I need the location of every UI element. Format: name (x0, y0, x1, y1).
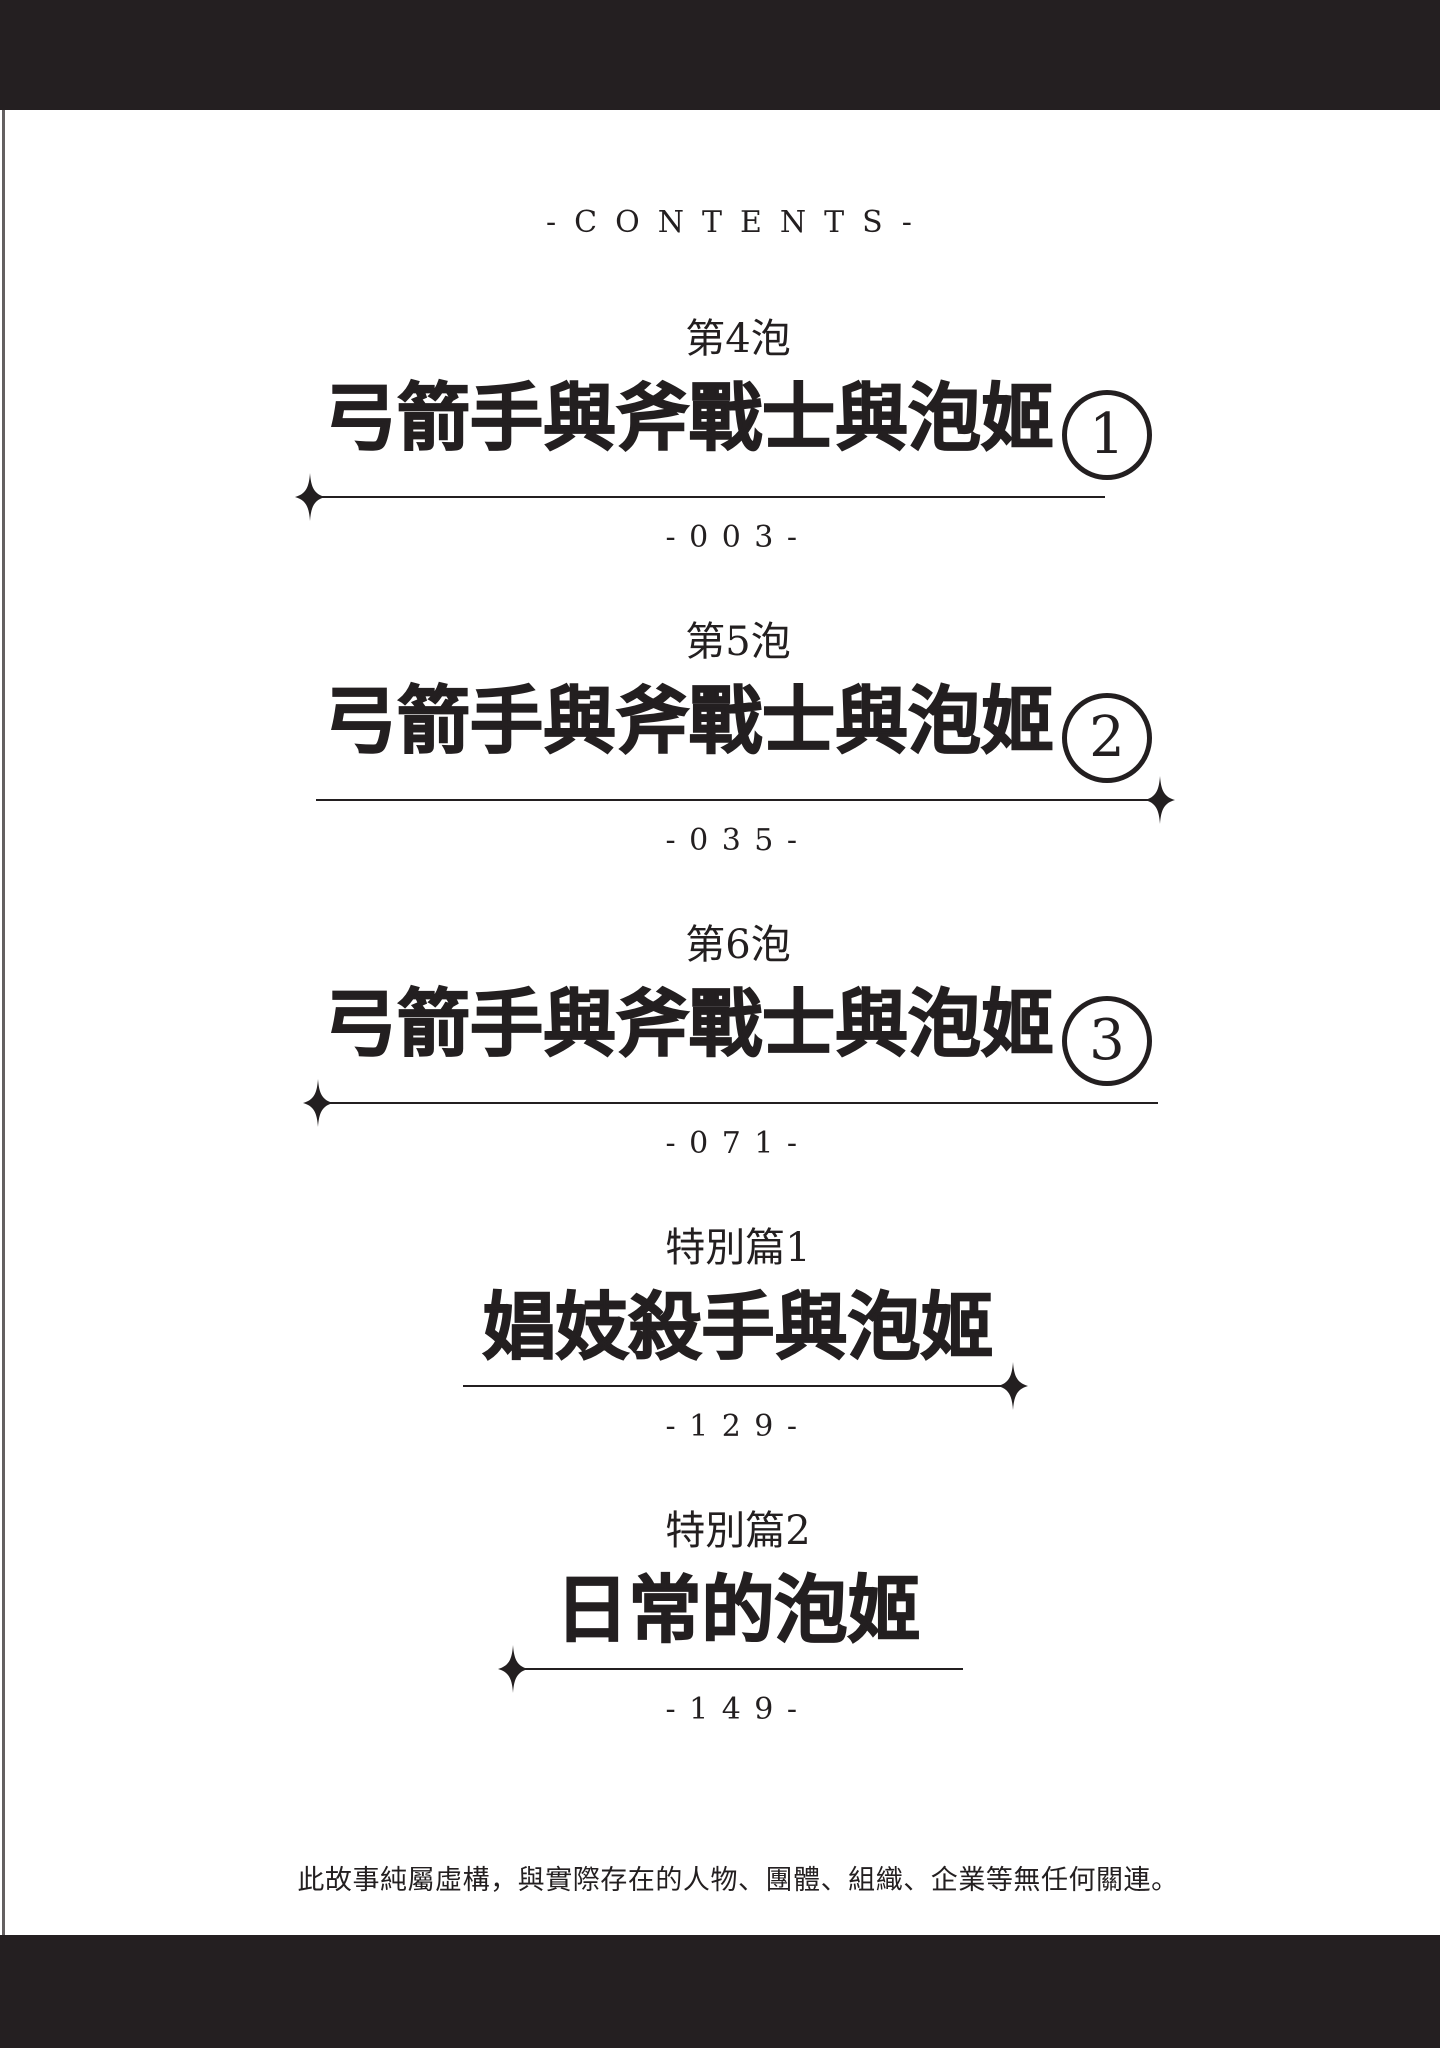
chapter-label: 特別篇1 (665, 1225, 811, 1271)
divider-line (498, 1645, 963, 1693)
chapter-title-text: 弓箭手與斧戰士與泡姬 (323, 376, 1055, 461)
chapter-title: 娼妓殺手與泡姬 (36, 1285, 1440, 1370)
page-number: -149- (665, 1692, 811, 1727)
circled-number: 3 (1062, 996, 1152, 1086)
sparkle-star-icon (303, 1079, 333, 1127)
chapter-label: 第6泡 (685, 922, 791, 968)
sparkle-star-icon (498, 1645, 528, 1693)
page-number: -003- (665, 520, 811, 555)
chapter-title: 日常的泡姬 (36, 1568, 1440, 1653)
divider-line (316, 776, 1175, 824)
page-number: -129- (665, 1409, 811, 1444)
page-bottom-border (0, 1935, 1440, 2048)
chapter-title-text: 弓箭手與斧戰士與泡姬 (323, 679, 1055, 764)
toc-entry: 特別篇2 日常的泡姬 -149- (36, 1508, 1440, 1728)
chapter-title-text: 弓箭手與斧戰士與泡姬 (323, 982, 1055, 1067)
divider-line (463, 1362, 1028, 1410)
circled-number: 1 (1062, 390, 1152, 480)
toc-entry: 特別篇1 娼妓殺手與泡姬 -129- (36, 1225, 1440, 1445)
sparkle-star-icon (998, 1362, 1028, 1410)
page-top-border (0, 0, 1440, 110)
chapter-title-text: 日常的泡姬 (555, 1568, 922, 1653)
page-number: -071- (665, 1126, 811, 1161)
circled-number: 2 (1062, 693, 1152, 783)
page-left-border (2, 110, 5, 1935)
chapter-label: 特別篇2 (665, 1508, 811, 1554)
page-title: -CONTENTS- (546, 205, 930, 240)
sparkle-star-icon (1145, 776, 1175, 824)
chapter-label: 第5泡 (685, 619, 791, 665)
fiction-disclaimer: 此故事純屬虛構，與實際存在的人物、團體、組織、企業等無任何關連。 (297, 1865, 1179, 1895)
divider-line (294, 473, 1105, 521)
divider-line (303, 1079, 1158, 1127)
chapter-title-text: 娼妓殺手與泡姬 (482, 1285, 995, 1370)
sparkle-star-icon (294, 473, 325, 521)
page-number: -035- (665, 823, 811, 858)
chapter-label: 第4泡 (685, 316, 791, 362)
